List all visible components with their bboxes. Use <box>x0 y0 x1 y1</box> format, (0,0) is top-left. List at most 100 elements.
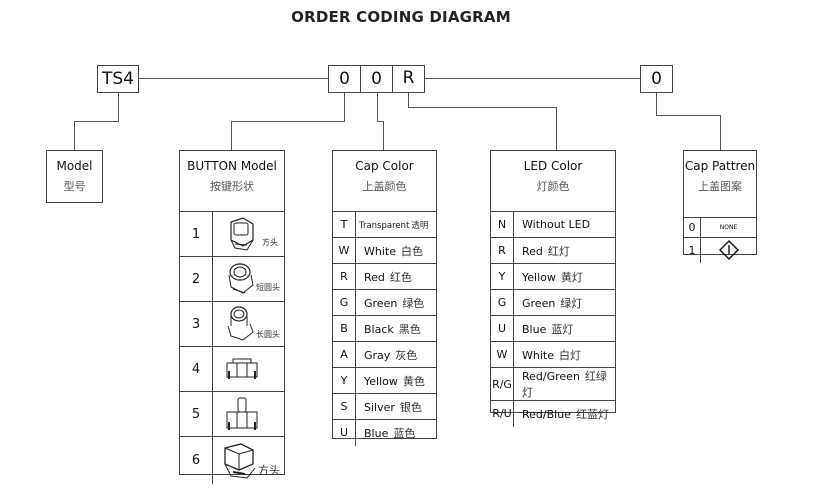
flat-switch-side-icon <box>226 358 258 379</box>
cap-color-row-code: G <box>333 289 356 316</box>
connector-line <box>344 93 345 121</box>
cap-color-row-name-cn: 白色 <box>401 244 423 258</box>
cap-color-row-name-en: Gray <box>364 348 391 362</box>
model-title-cn: 型号 <box>63 180 86 193</box>
button-code: 2 <box>180 256 213 302</box>
code-segment-cap-pattern: 0 <box>640 65 673 93</box>
code-segment-button: 0 <box>328 65 361 93</box>
button-model-row: 6 方头 <box>180 436 284 484</box>
connector-line <box>656 93 657 115</box>
led-color-title-en: LED Color <box>523 159 583 173</box>
button-model-table: BUTTON Model 按键形状 1 方头 2 <box>179 150 285 484</box>
cap-color-row-code: R <box>333 263 356 290</box>
button-model-row: 5 <box>180 391 284 437</box>
long-round-head-button-icon <box>227 306 254 341</box>
led-color-row-name-cn: 红灯 <box>547 244 570 258</box>
cap-color-row-name-cn: 银色 <box>399 400 422 414</box>
cap-color-row-name-en: Transparent <box>359 220 410 231</box>
cap-color-row-value: Blue 蓝色 <box>355 419 436 446</box>
cap-color-row-name-en: Red <box>364 270 385 284</box>
code-segment-series: TS4 <box>97 65 139 93</box>
cap-color-row: R Red 红色 <box>333 263 436 290</box>
button-model-row: 2 短圆头 <box>180 256 284 302</box>
cap-pattern-title-cn: 上盖图案 <box>698 180 742 193</box>
led-color-row-code: R/U <box>491 400 514 427</box>
cap-color-row-name-cn: 灰色 <box>395 348 418 362</box>
connector-line <box>377 93 378 121</box>
cap-color-row-code: B <box>333 315 356 342</box>
led-color-row-name-en: Red/Blue <box>522 407 571 421</box>
model-box: Model 型号 <box>46 150 103 203</box>
led-color-row-name-cn: 黄灯 <box>560 270 583 284</box>
button-model-row: 1 方头 <box>180 211 284 257</box>
button-code: 4 <box>180 346 213 392</box>
cap-pattern-value: NONE <box>700 217 756 238</box>
cap-color-row-name-en: Blue <box>364 426 389 440</box>
button-model-title-cn: 按键形状 <box>210 180 254 193</box>
cap-color-row-name-en: Yellow <box>364 374 398 388</box>
connector-line <box>425 78 640 79</box>
connector-line <box>408 93 409 107</box>
cap-pattern-code: 1 <box>684 237 701 263</box>
cap-color-row-code: A <box>333 341 356 368</box>
cap-color-row-name-cn: 透明 <box>411 220 429 231</box>
cap-pattern-row: 1 <box>684 237 756 263</box>
led-color-row-code: U <box>491 315 514 342</box>
cap-color-row-name-en: Silver <box>364 400 395 414</box>
led-color-row-value: Yellow 黄灯 <box>513 263 615 290</box>
connector-line <box>74 121 75 150</box>
cap-color-row-value: Silver 银色 <box>355 393 436 420</box>
cap-pattern-row: 0 NONE <box>684 217 756 238</box>
led-color-row-code: R/G <box>491 367 514 401</box>
button-code: 3 <box>180 301 213 347</box>
cap-color-row-code: Y <box>333 367 356 394</box>
led-color-row-code: N <box>491 211 514 238</box>
cap-color-row-name-cn: 红色 <box>389 270 412 284</box>
cap-pattern-code: 0 <box>684 217 701 238</box>
cap-pattern-table: Cap Pattren 上盖图案 0 NONE 1 <box>683 150 757 263</box>
button-code: 6 <box>180 436 213 484</box>
cap-color-row-value: Gray 灰色 <box>355 341 436 368</box>
code-segment-led-color: R <box>392 65 425 93</box>
led-color-row-name-en: White <box>522 348 554 362</box>
led-color-row-value: Red/Blue 红蓝灯 <box>513 400 615 427</box>
led-color-row-name-en: Red <box>522 244 543 258</box>
led-color-row-name-cn: 绿灯 <box>560 296 583 310</box>
square-head-button-icon <box>230 217 254 251</box>
short-round-head-button-icon <box>228 263 254 294</box>
led-color-row-name-cn: 红绿灯 <box>522 370 607 399</box>
led-color-row-name-en: Yellow <box>522 270 556 284</box>
button-model-row: 3 长圆头 <box>180 301 284 347</box>
cap-color-row-code: W <box>333 237 356 264</box>
connector-line <box>408 107 556 108</box>
button-shape-label: 长圆头 <box>256 330 280 339</box>
cap-color-row-name-cn: 蓝色 <box>393 426 416 440</box>
button-model-row: 4 <box>180 346 284 392</box>
cap-color-row-value: Red 红色 <box>355 263 436 290</box>
led-color-row-code: W <box>491 341 514 368</box>
cap-color-row-name-cn: 黑色 <box>398 322 421 336</box>
cap-color-row: A Gray 灰色 <box>333 341 436 368</box>
button-code: 1 <box>180 211 213 257</box>
led-color-row-code: Y <box>491 263 514 290</box>
led-color-row-name-cn: 红蓝灯 <box>575 407 609 421</box>
led-color-row-name-en: Red/Green <box>522 370 580 383</box>
button-shape-label: 方头 <box>262 238 278 247</box>
cap-color-title-en: Cap Color <box>355 159 414 173</box>
